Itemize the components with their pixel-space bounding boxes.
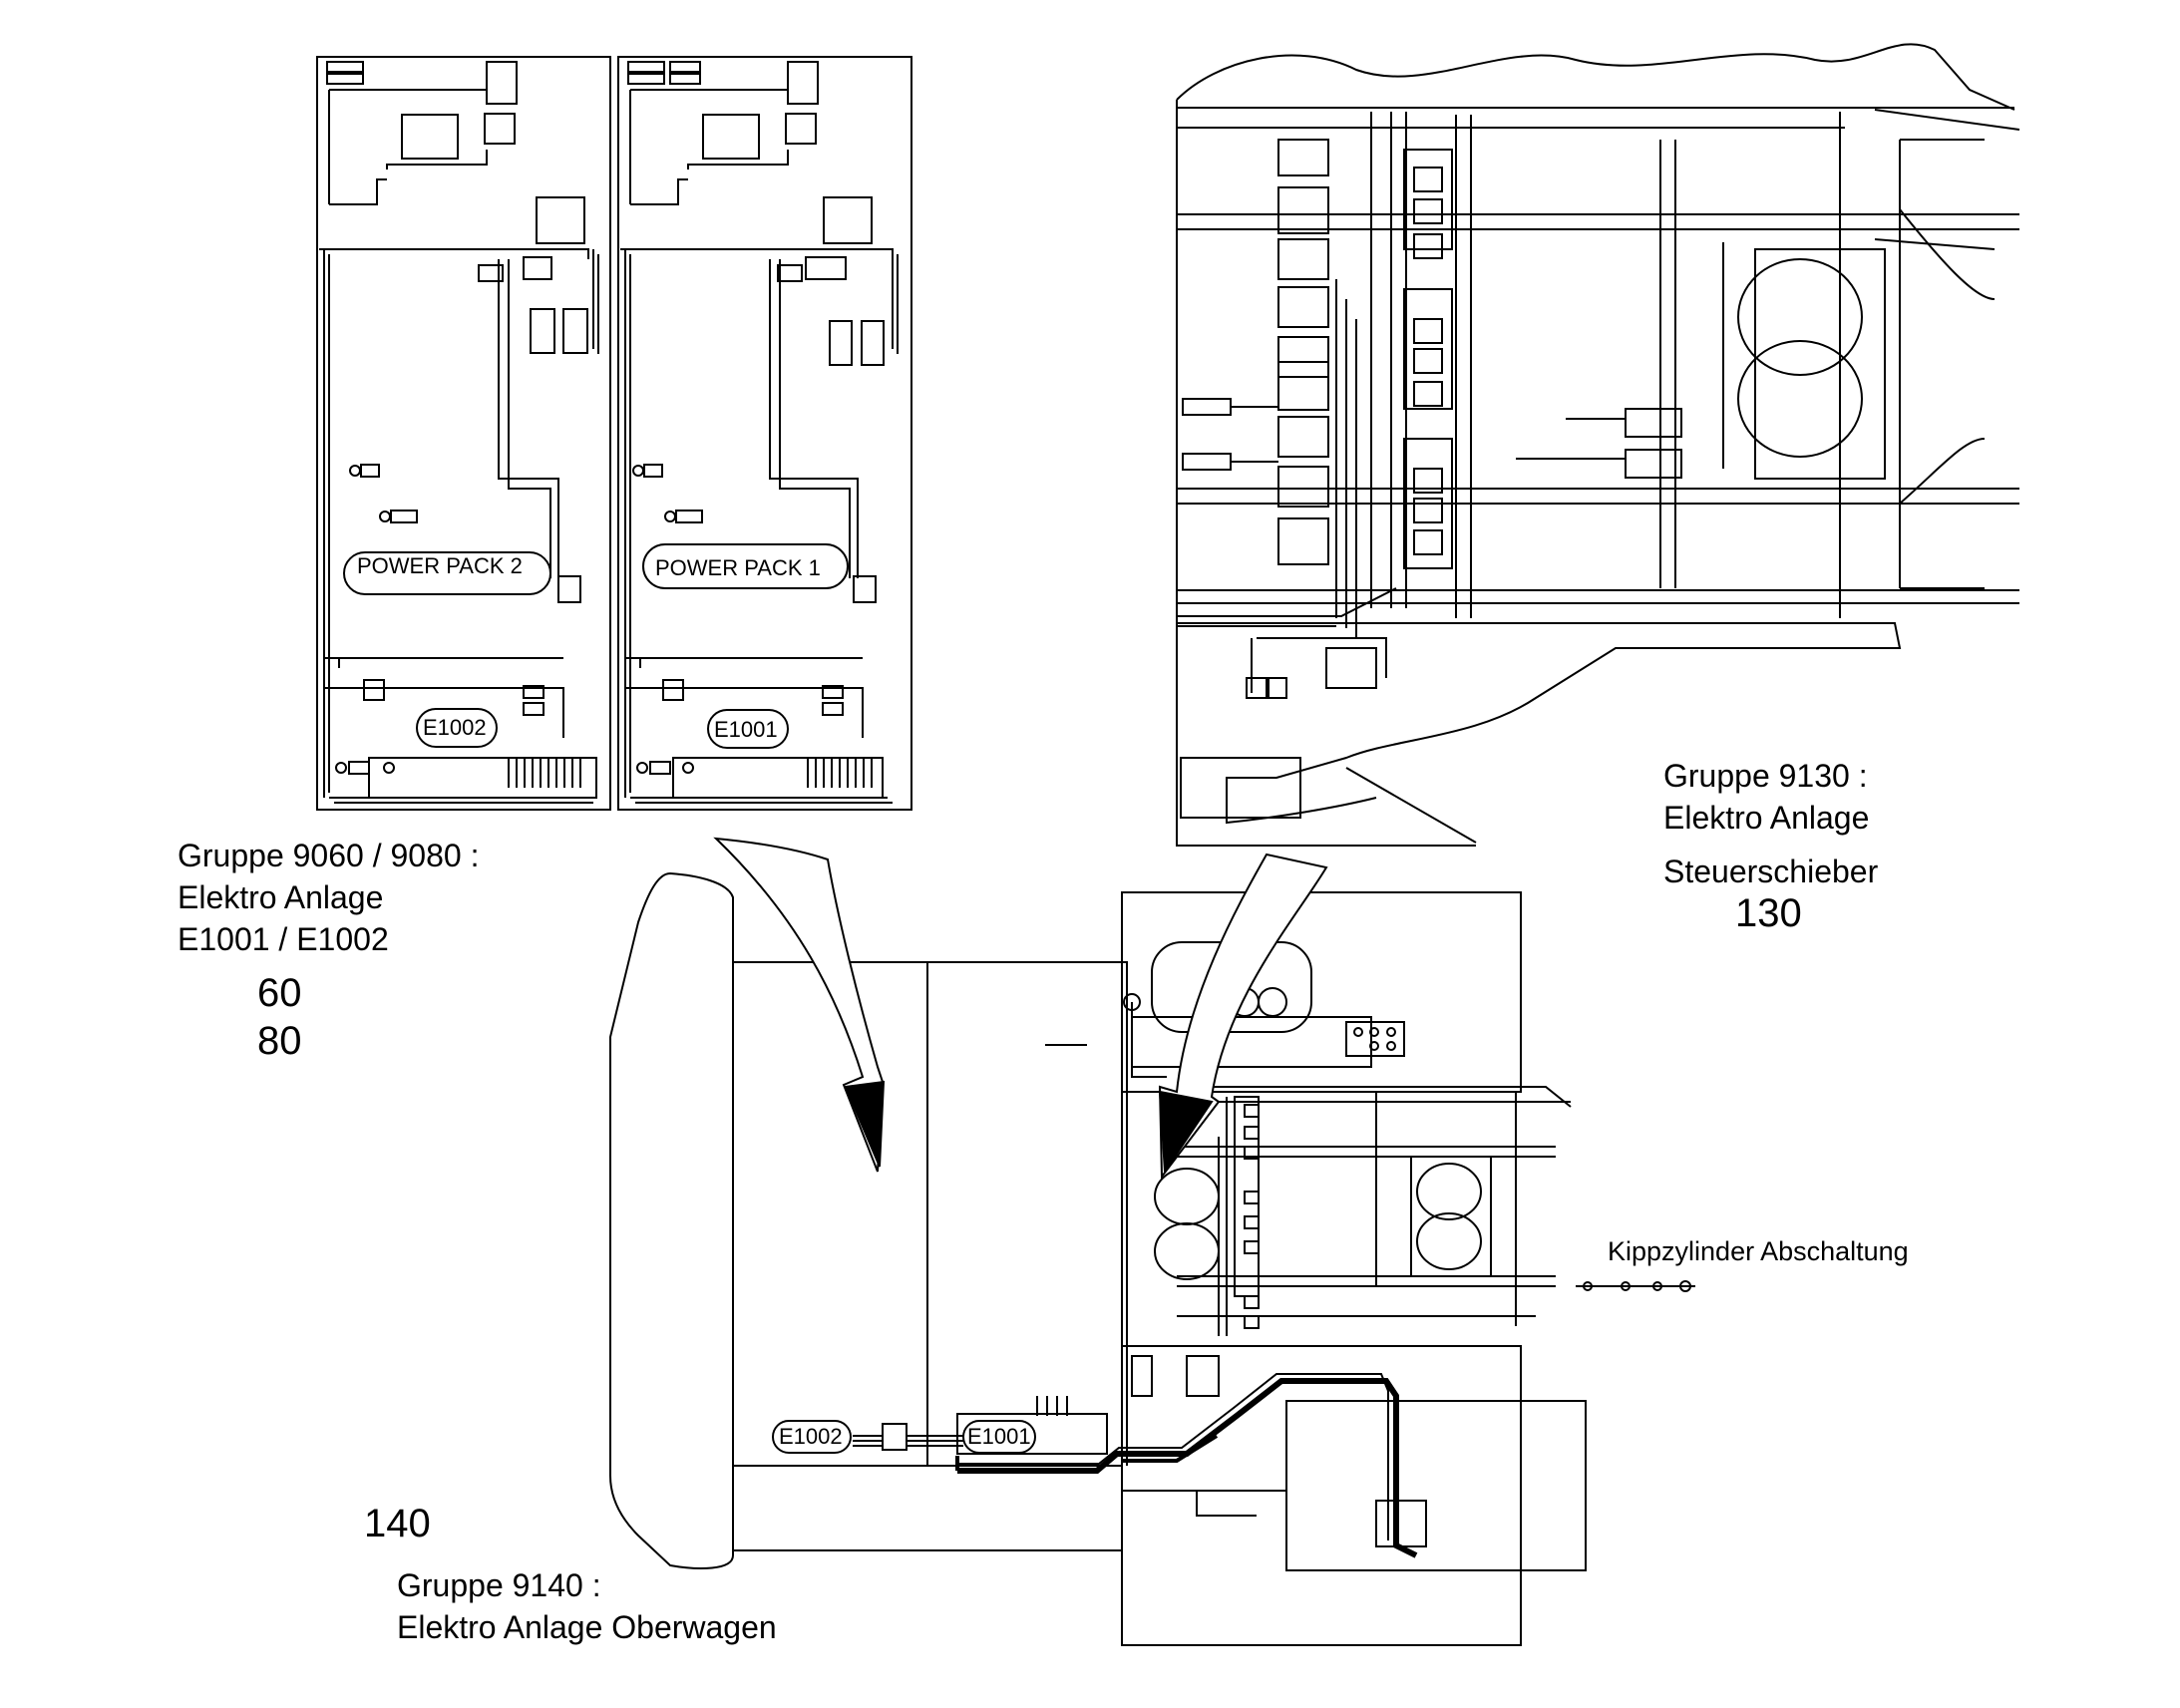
group-number-80: 80 <box>257 1019 302 1063</box>
wiring-harness <box>957 1378 1418 1558</box>
machine-e1002-oval <box>772 1420 852 1454</box>
diagram-labels: POWER PACK 2 POWER PACK 1 E1002 E1001 E1… <box>357 553 1031 1449</box>
group-number-60: 60 <box>257 971 302 1015</box>
kippzylinder-label: Kippzylinder Abschaltung <box>1608 1236 1909 1266</box>
arrow-to-control-valve <box>1158 853 1328 1180</box>
power-pack-1-label: POWER PACK 1 <box>655 555 821 580</box>
cabinet-panel-power-pack-1 <box>617 56 912 811</box>
wiring-harness-inner <box>957 1373 1389 1540</box>
group-140-subtitle: Elektro Anlage Oberwagen <box>397 1609 777 1645</box>
panel-e1001-label: E1001 <box>714 717 778 742</box>
machine-e1002-label: E1002 <box>779 1424 843 1449</box>
group-number-130: 130 <box>1735 891 1802 935</box>
machine-upper-carriage <box>609 871 1695 1646</box>
group-number-140: 140 <box>364 1502 431 1545</box>
group-60-80-title: Gruppe 9060 / 9080 : <box>178 838 480 873</box>
group-130-component: Steuerschieber <box>1663 854 1879 889</box>
cabinet-panel-power-pack-2 <box>316 56 611 811</box>
e1002-oval <box>416 708 498 748</box>
group-140-title: Gruppe 9140 : <box>397 1567 601 1603</box>
group-60-80-subtitle: Elektro Anlage <box>178 879 384 915</box>
power-pack-1-oval <box>642 543 849 589</box>
relay-block <box>326 61 518 160</box>
power-pack-2-oval <box>343 551 551 595</box>
group-130-title: Gruppe 9130 : <box>1663 758 1868 794</box>
panel-e1002-label: E1002 <box>423 715 487 740</box>
arrow-to-cabinet <box>713 837 886 1173</box>
power-pack-2-label: POWER PACK 2 <box>357 553 523 578</box>
relay-block <box>627 61 819 160</box>
e1001-oval <box>707 709 789 749</box>
group-130-subtitle: Elektro Anlage <box>1663 800 1870 836</box>
group-60-80-units: E1001 / E1002 <box>178 921 389 957</box>
machine-e1001-label: E1001 <box>967 1424 1031 1449</box>
control-valve-frame <box>1176 43 2020 847</box>
valve-block-column <box>1277 139 1453 569</box>
